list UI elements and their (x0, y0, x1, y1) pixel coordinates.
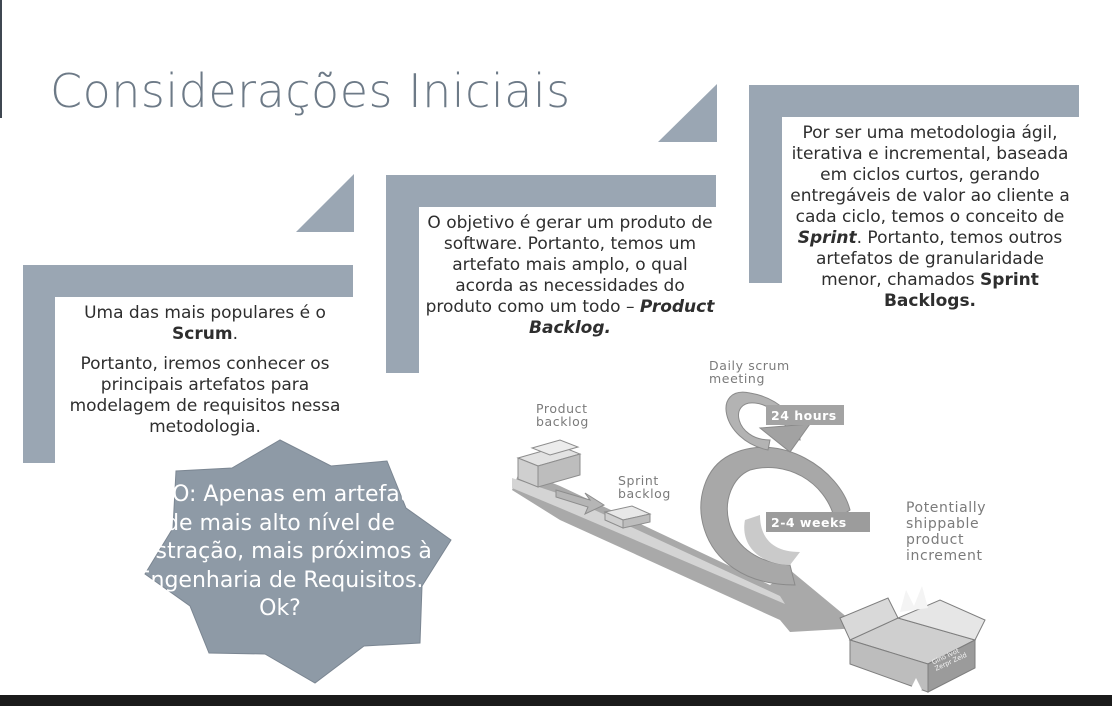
scrum-period: . (232, 324, 238, 344)
sprint-text-a: Por ser uma metodologia ágil, iterativa … (790, 123, 1070, 227)
left-edge-bar (0, 0, 2, 118)
increment-box (839, 586, 986, 693)
product-backlog-text: O objetivo é gerar um produto de softwar… (425, 213, 713, 317)
text-box-product-backlog: O objetivo é gerar um produto de softwar… (425, 213, 715, 339)
bracket-3 (749, 85, 1079, 283)
bracket-1 (23, 265, 353, 463)
sprint-term: Sprint (797, 228, 857, 248)
bracket-2 (386, 175, 716, 373)
sprint-text-b: . Portanto, temos outros artefatos de gr… (816, 228, 1063, 290)
slide-title: Considerações Iniciais (50, 64, 571, 118)
text-box-sprint: Por ser uma metodologia ágil, iterativa … (785, 123, 1075, 312)
scrum-intro-text: Uma das mais populares é o (84, 303, 326, 323)
text-box-scrum: Uma das mais populares é o Scrum. Portan… (60, 303, 350, 438)
weeks-label: 2-4 weeks (771, 515, 847, 530)
sprint-backlogs-term: Sprint Backlogs. (883, 270, 1039, 311)
scrum-term: Scrum (172, 324, 233, 344)
scrum-diagram (512, 391, 986, 693)
sprint-backlog-stack (603, 505, 652, 529)
corner-triangle-2 (658, 84, 717, 142)
hours-label: 24 hours (771, 408, 837, 423)
product-backlog-stack (516, 439, 582, 488)
bottom-bar (0, 695, 1112, 706)
scrum-paragraph-2: Portanto, iremos conhecer os principais … (69, 354, 341, 437)
focus-star-text: FOCO: Apenas em artefatos de mais alto n… (126, 482, 434, 621)
flow-arrow (512, 470, 860, 632)
sprint-loop (700, 446, 851, 586)
focus-star (144, 439, 452, 684)
corner-triangle-1 (296, 174, 354, 232)
product-backlog-term: Product Backlog. (529, 297, 715, 338)
